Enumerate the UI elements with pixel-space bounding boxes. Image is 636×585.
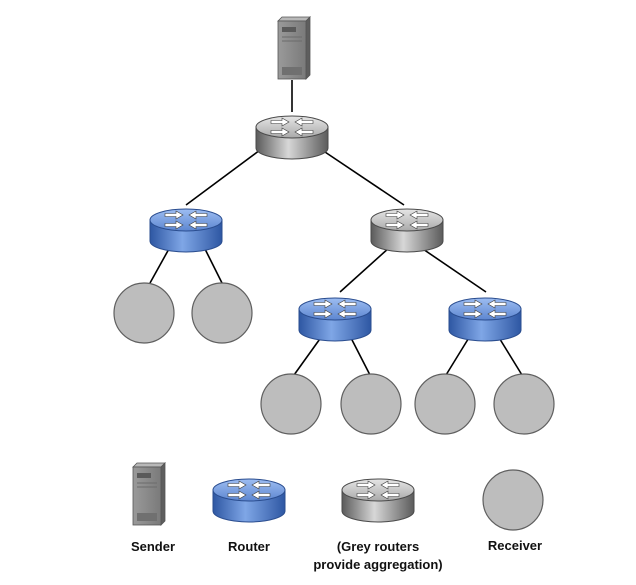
link-root-to-grey-router: [321, 149, 405, 206]
links: [149, 80, 523, 376]
legend-sender-label: Sender: [130, 539, 176, 554]
link-blue-right-to-receiver-5: [445, 335, 471, 376]
aggregation-router-icon: [370, 208, 444, 253]
receiver-icon: [340, 373, 402, 435]
router-icon: [448, 297, 522, 342]
receiver-icon: [414, 373, 476, 435]
legend-aggregation-label-line1: (Grey routers: [336, 539, 420, 554]
link-blue-mid-to-receiver-3: [293, 335, 323, 376]
receiver-icon: [493, 373, 555, 435]
legend-receiver-icon: [482, 469, 544, 531]
server-icon: [277, 16, 311, 80]
link-blue-left-to-receiver-1: [149, 246, 171, 284]
aggregation-router-icon: [255, 115, 329, 160]
router-icon: [149, 208, 223, 253]
receiver-icon: [191, 282, 253, 344]
legend-aggregation-label-line2: provide aggregation): [313, 557, 443, 572]
link-blue-right-to-receiver-6: [497, 335, 523, 376]
legend-receiver-label: Receiver: [487, 538, 543, 553]
receiver-icon: [113, 282, 175, 344]
link-grey-to-blue-router-mid: [339, 246, 391, 293]
receivers: [113, 282, 555, 435]
legend-router-icon: [212, 478, 286, 523]
legend-server-icon: [132, 462, 166, 526]
receiver-icon: [260, 373, 322, 435]
legend-router-label: Router: [228, 539, 270, 554]
router-icon: [298, 297, 372, 342]
link-blue-mid-to-receiver-4: [349, 335, 371, 376]
link-grey-to-blue-router-right: [419, 246, 487, 293]
link-root-to-blue-router-left: [185, 149, 261, 206]
link-blue-left-to-receiver-2: [203, 246, 223, 284]
legend-aggregation-router-icon: [341, 478, 415, 523]
